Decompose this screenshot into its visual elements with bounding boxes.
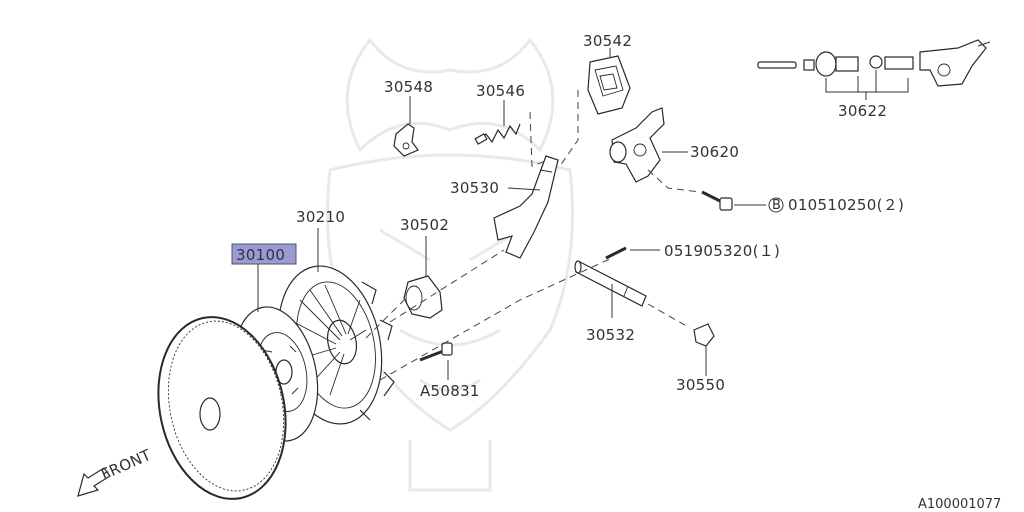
label-bolt-010510250: 010510250(２) [788, 196, 904, 214]
label-30546: 30546 [476, 82, 525, 100]
part-30546-spring [474, 100, 521, 145]
label-30532: 30532 [586, 326, 635, 344]
assembly-dashed-lines [365, 90, 701, 381]
part-30532-shaft [574, 260, 647, 318]
watermark-emblem [326, 37, 574, 492]
label-30548: 30548 [384, 78, 433, 96]
part-30620-fork-bracket [609, 107, 688, 183]
front-arrow-icon [77, 467, 111, 497]
label-30550: 30550 [676, 376, 725, 394]
label-30502: 30502 [400, 216, 449, 234]
label-30620: 30620 [690, 143, 739, 161]
label-30530: 30530 [450, 179, 499, 197]
label-a50831: A50831 [420, 382, 480, 400]
figure-id: A100001077 [918, 497, 1001, 512]
b-marker-letter: B [772, 198, 781, 213]
b-marker-circle [768, 197, 784, 213]
label-30100: 30100 [236, 246, 285, 264]
label-front: FRONT [98, 446, 154, 484]
part-30622-cylinder [757, 39, 991, 100]
part-a50831-bolt [419, 342, 453, 380]
label-30622: 30622 [838, 102, 887, 120]
part-bolt-010510250 [701, 190, 766, 211]
part-pin-051905320 [605, 246, 660, 260]
part-30530-release-fork [493, 155, 559, 259]
part-30550-plug [693, 323, 715, 376]
label-pin-051905320: 051905320(１) [664, 242, 780, 260]
label-30210: 30210 [296, 208, 345, 226]
part-30548-bracket [393, 96, 419, 157]
part-30542-boot [587, 48, 631, 115]
label-30542: 30542 [583, 32, 632, 50]
highlight-30100 [231, 243, 297, 265]
part-flywheel [157, 316, 287, 500]
